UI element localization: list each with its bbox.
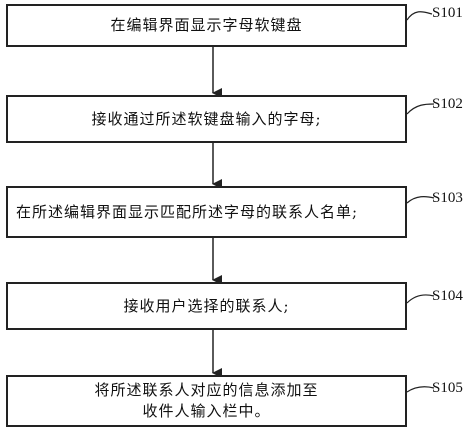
leader-s102: [406, 103, 435, 115]
leader-s101: [406, 11, 433, 21]
step-text-s102: 接收通过所述软键盘输入的字母;: [91, 109, 322, 128]
step-box-s103: 在所述编辑界面显示匹配所述字母的联系人名单;: [6, 186, 407, 238]
step-label-s102: S102: [432, 96, 463, 112]
step-label-s101: S101: [432, 5, 463, 21]
step-label-s104: S104: [432, 288, 463, 304]
leader-s104: [406, 294, 435, 304]
step-text-s104: 接收用户选择的联系人;: [123, 296, 290, 315]
step-text-s103: 在所述编辑界面显示匹配所述字母的联系人名单;: [16, 202, 359, 221]
step-box-s104: 接收用户选择的联系人;: [6, 282, 407, 330]
step-label-s103: S103: [432, 190, 463, 206]
step-box-s102: 接收通过所述软键盘输入的字母;: [6, 95, 407, 143]
step-label-s105: S105: [432, 380, 463, 396]
step-box-s105: 将所述联系人对应的信息添加至收件人输入栏中。: [6, 375, 407, 427]
step-box-s101: 在编辑界面显示字母软键盘: [6, 4, 407, 47]
leader-s103: [406, 195, 435, 204]
leader-s105: [406, 386, 435, 393]
step-text-s101: 在编辑界面显示字母软键盘: [110, 16, 303, 34]
step-text-s105: 将所述联系人对应的信息添加至收件人输入栏中。: [94, 381, 319, 420]
